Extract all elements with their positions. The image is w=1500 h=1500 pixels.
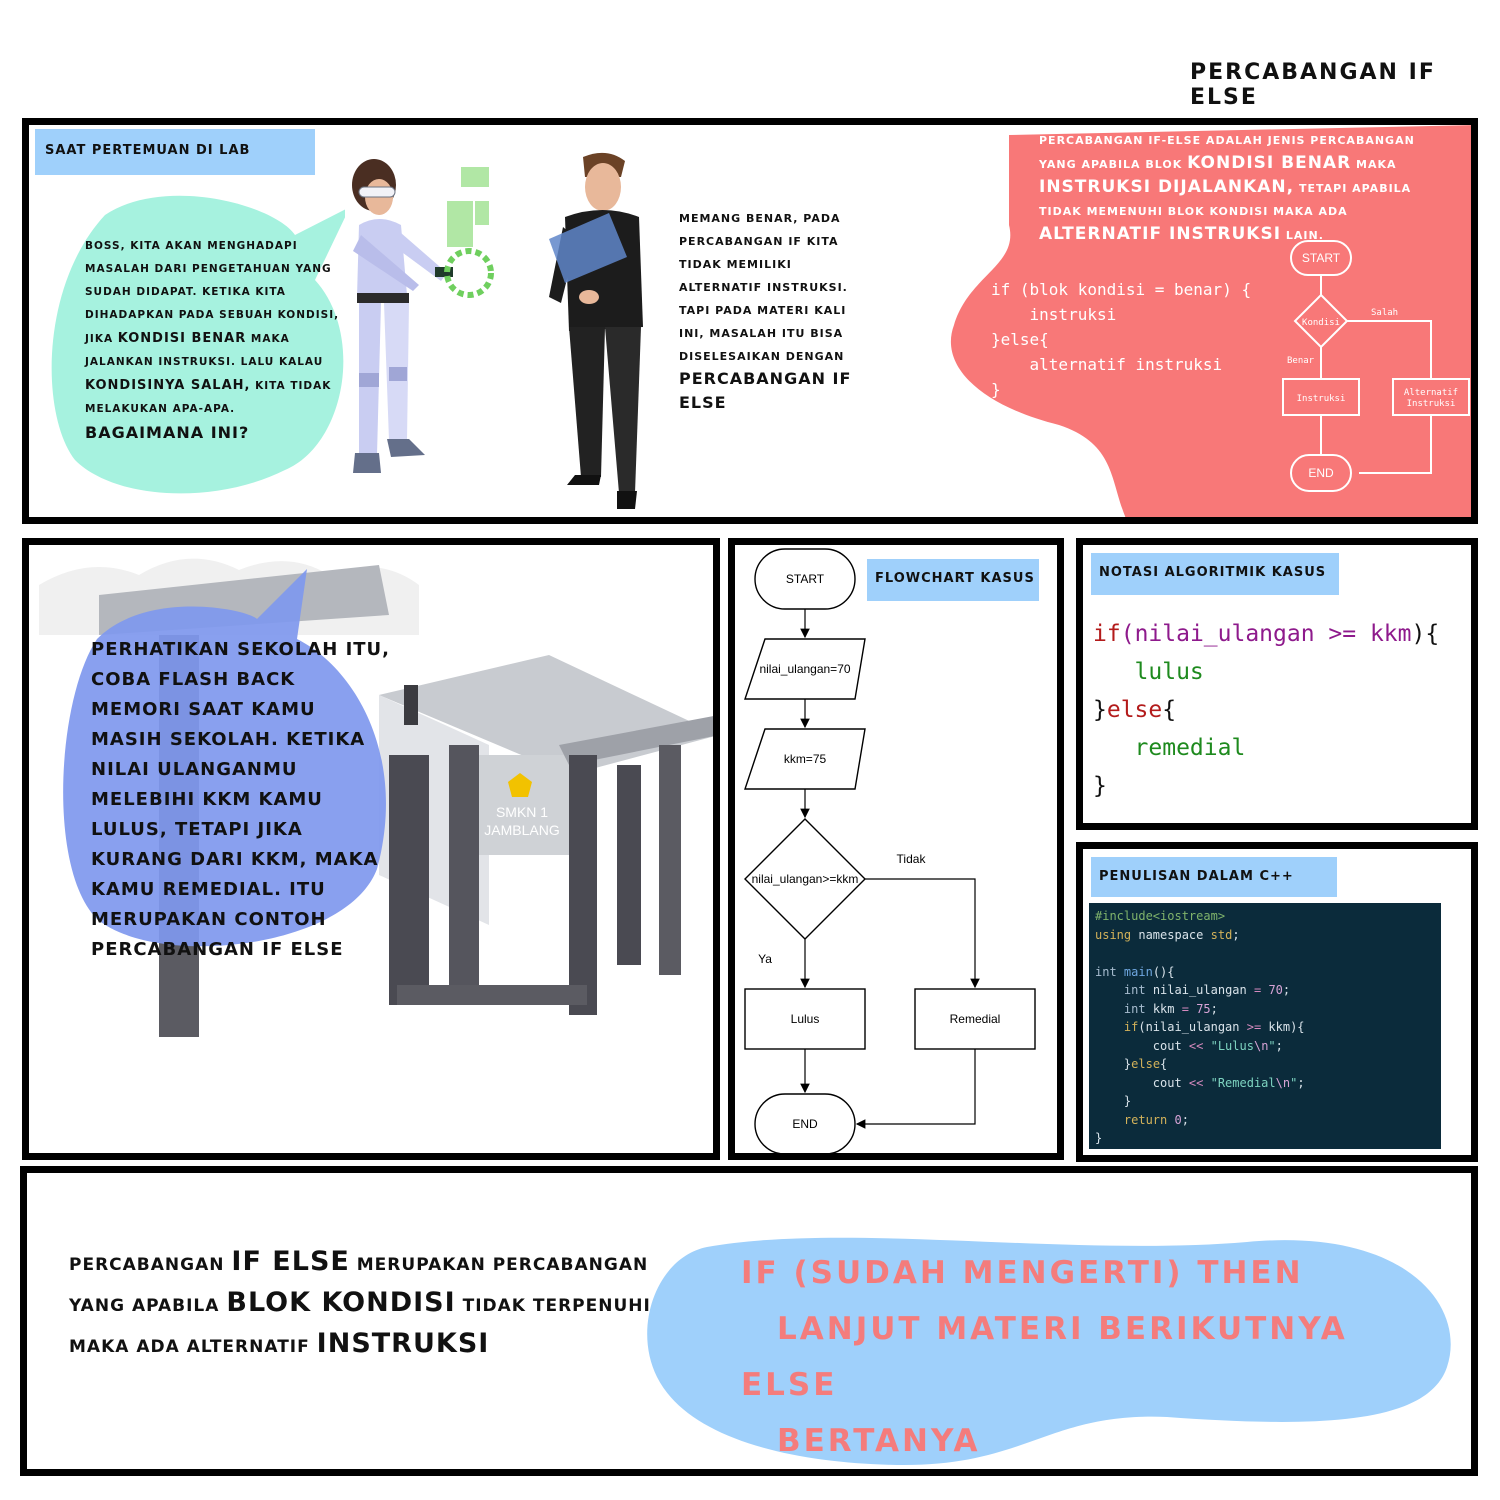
man-speech-text: MEMANG BENAR, PADA PERCABANGAN IF KITA T… [679,212,852,412]
woman-scientist-illustration [352,159,494,473]
flow-end [1290,454,1352,492]
flow-false-label: Salah [1371,308,1398,318]
case-end-label: END [792,1117,818,1131]
panel-flowchart-case: FLOWCHART KASUS START nilai_u [728,538,1064,1160]
panel-label: FLOWCHART KASUS [867,559,1039,601]
general-flowchart: START Kondisi Salah Benar Instruksi Alte… [1282,240,1470,492]
flow-condition-label: Kondisi [1302,318,1340,328]
case-true-label: Ya [758,952,772,966]
case-input-nilai [744,638,866,700]
case-start-label: START [786,572,825,586]
panel-school: SMKN 1 JAMBLANG PERHATIKAN SEKOLAH ITU, … [22,538,720,1160]
flow-true-box-label: Instruksi [1297,394,1346,404]
man-illustration [549,152,643,509]
closing-text: IF (SUDAH MENGERTI) THEN LANJUT MATERI B… [741,1245,1441,1469]
speech-bubble-green [51,195,345,494]
sign-text-line2: JAMBLANG [484,822,559,838]
code-line: } [991,380,1001,399]
woman-speech-text: BOSS, KITA AKAN MENGHADAPI MASALAH DARI … [85,240,340,442]
flow-start-label: START [1302,251,1341,265]
summary-text: PERCABANGAN IF ELSE MERUPAKAN PERCABANGA… [69,1246,651,1359]
case-input-nilai-label: nilai_ulangan=70 [759,662,850,676]
definition-text: PERCABANGAN IF-ELSE ADALAH JENIS PERCABA… [1039,134,1415,244]
code-line: if (blok kondisi = benar) { [991,280,1252,299]
flow-true-label: Benar [1287,356,1315,366]
closing-blue-blob [647,1237,1451,1466]
flow-end-label: END [1308,466,1334,480]
closing-line-2: LANJUT MATERI BERIKUTNYA [777,1311,1348,1347]
closing-line-3: ELSE [741,1367,838,1403]
definition-red-blob [950,125,1471,517]
panel-label: PENULISAN DALAM C++ [1091,857,1337,897]
code-line: }else{ [991,330,1049,349]
panel-cpp-code: PENULISAN DALAM C++ #include<iostream>us… [1076,842,1478,1162]
code-line: alternatif instruksi [991,355,1223,374]
case-input-kkm [744,728,866,790]
case-true-box-label: Lulus [791,1012,820,1026]
code-line: instruksi [991,305,1117,324]
speech-bubble-blue [63,569,386,947]
case-input-kkm-label: kkm=75 [784,752,827,766]
cpp-code-block: #include<iostream>using namespace std; i… [1089,903,1441,1149]
panel-label: SAAT PERTEMUAN DI LAB [35,129,315,175]
closing-line-1: IF (SUDAH MENGERTI) THEN [741,1255,1304,1291]
flow-false-box-label-2: Instruksi [1407,399,1456,409]
page-title: PERCABANGAN IF ELSE [1190,60,1436,110]
flow-false-box-label-1: Alternatif [1404,388,1458,398]
sign-text-line1: SMKN 1 [496,804,548,820]
school-speech-text: PERHATIKAN SEKOLAH ITU, COBA FLASH BACK … [91,639,390,960]
panel-algorithm-notation: NOTASI ALGORITMIK KASUS if(nilai_ulangan… [1076,538,1478,830]
case-flowchart: START nilai_ulangan=70 kkm=75 nilai_ulan… [744,548,1036,1153]
panel-lab-meeting: SAAT PERTEMUAN DI LAB BOSS, KITA AKAN ME… [22,118,1478,524]
pseudo-code: if (blok kondisi = benar) { instruksi }el… [991,277,1251,402]
case-condition-label: nilai_ulangan>=kkm [752,872,859,886]
panel-label: NOTASI ALGORITMIK KASUS [1091,553,1339,595]
case-end [754,1093,856,1153]
case-false-label: Tidak [897,852,927,866]
panel-summary: PERCABANGAN IF ELSE MERUPAKAN PERCABANGA… [20,1166,1478,1476]
case-false-box-label: Remedial [950,1012,1001,1026]
algorithm-code: if(nilai_ulangan >= kkm){ lulus}else{ re… [1093,621,1440,799]
closing-line-4: BERTANYA [777,1423,981,1459]
